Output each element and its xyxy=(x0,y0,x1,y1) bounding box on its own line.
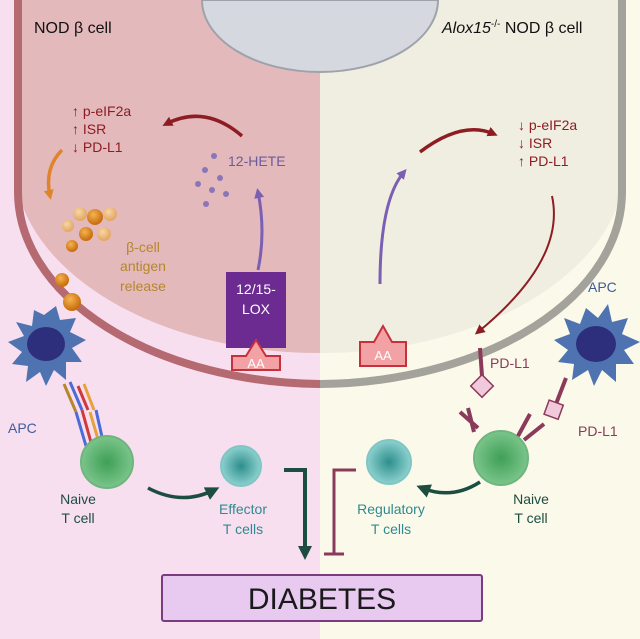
apc-left-label: APC xyxy=(8,420,37,436)
effector-line-2: T cells xyxy=(223,521,263,537)
antigen-line-2: antigen xyxy=(120,258,166,274)
naive-right-line-2: T cell xyxy=(514,510,547,526)
right-effect-arrow xyxy=(418,127,498,154)
apc-left xyxy=(8,306,86,386)
right-aa-label: AA xyxy=(374,348,392,363)
lox-enzyme xyxy=(226,272,286,348)
pdl1-right-label: PD-L1 xyxy=(578,423,618,439)
naive-right-line-1: Naive xyxy=(513,491,549,507)
tcr-stick xyxy=(80,409,94,447)
right-effect-2: ↓ ISR xyxy=(518,135,552,151)
effector-line-1: Effector xyxy=(219,501,267,517)
mhc-stick xyxy=(62,383,78,413)
hete-dot xyxy=(211,153,217,159)
lox-label-1: 12/15- xyxy=(236,281,276,297)
left-panel-title: NOD β cell xyxy=(34,20,112,37)
antigen-release-label: β-cell antigen release xyxy=(120,239,166,294)
hete-dot xyxy=(217,175,223,181)
pdl1-upregulation-arrow xyxy=(474,195,555,335)
right-aa-badge xyxy=(359,323,407,367)
left-effect-1: ↑ p-eIF2a xyxy=(72,103,131,119)
apc-right xyxy=(554,304,640,386)
mhc-stick xyxy=(82,383,96,411)
regulatory-inhibition-line xyxy=(332,468,356,554)
antigen-ball xyxy=(79,227,93,241)
left-effect-3: ↓ PD-L1 xyxy=(72,139,123,155)
diabetes-box xyxy=(161,574,483,622)
antigen-ball xyxy=(73,207,87,221)
mhc-stick xyxy=(68,381,84,411)
left-aa-badge xyxy=(231,338,281,371)
antigen-ball xyxy=(55,273,69,287)
left-aa-label: AA xyxy=(247,356,265,371)
lox-label-2: LOX xyxy=(242,301,271,317)
naive-right-label: Naive T cell xyxy=(513,491,549,526)
apc-right-nucleus xyxy=(576,326,616,362)
hete-dot xyxy=(203,201,209,207)
hete-label: 12-HETE xyxy=(228,153,286,169)
antigen-line-3: release xyxy=(120,278,166,294)
right-aa-arrow xyxy=(378,168,407,285)
right-effect-3: ↑ PD-L1 xyxy=(518,153,569,169)
hete-dot xyxy=(223,191,229,197)
naive-t-cell-left xyxy=(80,435,134,489)
naive-t-cell-right xyxy=(473,430,529,486)
antigen-line-1: β-cell xyxy=(126,239,160,255)
left-effect-2: ↑ ISR xyxy=(72,121,106,137)
antigen-ball xyxy=(62,220,74,232)
tcr-stick xyxy=(74,411,88,447)
hete-dot xyxy=(209,187,215,193)
naive-to-regulatory-arrow xyxy=(416,480,481,498)
apc-left-nucleus xyxy=(27,327,65,361)
pd1-receptor-top xyxy=(458,407,480,433)
regulatory-line-2: T cells xyxy=(371,521,411,537)
naive-to-effector-arrow xyxy=(147,486,220,500)
effector-label: Effector T cells xyxy=(219,501,267,537)
effector-to-diabetes-arrow xyxy=(284,468,312,560)
pdl1-ligand-right xyxy=(543,399,565,421)
right-cell-membrane xyxy=(319,0,626,388)
left-effect-list: ↑ p-eIF2a ↑ ISR ↓ PD-L1 xyxy=(72,103,131,155)
hete-dots xyxy=(195,153,229,207)
antigen-ball xyxy=(103,207,117,221)
regulatory-line-1: Regulatory xyxy=(357,501,425,517)
hete-dot xyxy=(202,167,208,173)
antigen-ball xyxy=(87,209,103,225)
pdl1-stalk-top xyxy=(478,347,484,377)
right-effect-list: ↓ p-eIF2a ↓ ISR ↑ PD-L1 xyxy=(518,117,577,169)
naive-left-label: Naive T cell xyxy=(60,491,96,526)
pdl1-ligand-top xyxy=(469,373,495,399)
effect-to-antigen-arrow xyxy=(43,148,64,200)
antigen-particles xyxy=(55,207,117,311)
pdl1-top-label: PD-L1 xyxy=(490,355,530,371)
naive-left-line-2: T cell xyxy=(61,510,94,526)
diabetes-label: DIABETES xyxy=(248,583,396,616)
lox-to-hete-arrow xyxy=(254,188,265,271)
right-panel-title: Alox15-/- NOD β cell xyxy=(441,19,582,37)
left-cell-membrane xyxy=(14,0,321,388)
nucleus xyxy=(200,0,440,73)
mhc-stick xyxy=(76,385,90,411)
right-effect-1: ↓ p-eIF2a xyxy=(518,117,577,133)
antigen-ball xyxy=(66,240,78,252)
apc-right-label: APC xyxy=(588,279,617,295)
hete-to-effect-arrow xyxy=(162,114,244,138)
antigen-ball xyxy=(63,293,81,311)
regulatory-label: Regulatory T cells xyxy=(357,501,425,537)
naive-left-line-1: Naive xyxy=(60,491,96,507)
hete-dot xyxy=(195,181,201,187)
pdl1-stalk-right xyxy=(554,377,568,405)
antigen-ball xyxy=(97,227,111,241)
effector-t-cell xyxy=(220,445,262,487)
pd1-receptor-right xyxy=(516,413,546,442)
regulatory-t-cell xyxy=(366,439,412,485)
